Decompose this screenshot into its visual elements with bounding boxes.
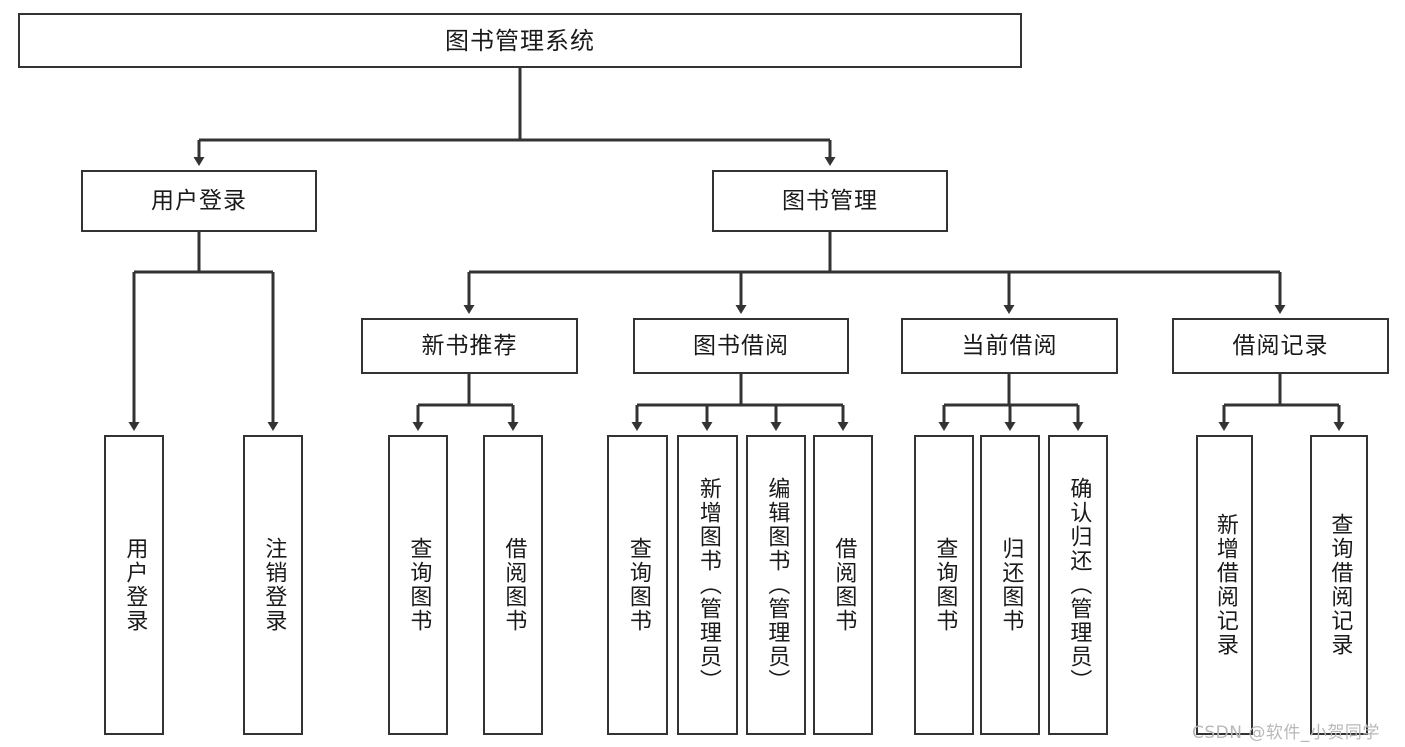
node-leaf-query-book-cur: 查询图书 [914,435,974,735]
node-leaf-return-book: 归还图书 [980,435,1040,735]
node-leaf-query-book-bor: 查询图书 [607,435,668,735]
node-root: 图书管理系统 [18,13,1022,68]
node-leaf-user-login: 用户登录 [104,435,164,735]
leaf-label: 新增借阅记录 [1212,513,1238,657]
node-current-borrow: 当前借阅 [901,318,1118,374]
leaf-label: 查询图书 [932,537,958,633]
node-user-login: 用户登录 [81,170,317,232]
leaf-label: 用户登录 [122,537,148,633]
node-borrow-record: 借阅记录 [1172,318,1389,374]
leaf-label: 查询借阅记录 [1327,513,1353,657]
leaf-label: 编辑图书（管理员） [764,477,790,693]
node-leaf-user-logout: 注销登录 [243,435,303,735]
leaf-label: 借阅图书 [501,537,527,633]
node-leaf-borrow-book-rec: 借阅图书 [483,435,543,735]
node-leaf-add-book: 新增图书（管理员） [677,435,738,735]
leaf-label: 查询图书 [406,537,432,633]
leaf-label: 新增图书（管理员） [695,477,721,693]
leaf-label: 注销登录 [261,537,287,633]
watermark: CSDN @软件_小贺同学 [1192,723,1380,743]
node-leaf-add-record: 新增借阅记录 [1196,435,1253,735]
leaf-label: 归还图书 [998,537,1024,633]
node-leaf-query-record: 查询借阅记录 [1310,435,1368,735]
node-leaf-edit-book: 编辑图书（管理员） [746,435,806,735]
node-leaf-query-book-rec: 查询图书 [388,435,448,735]
node-new-book-recommend: 新书推荐 [361,318,578,374]
leaf-label: 确认归还（管理员） [1066,477,1092,693]
node-book-manage: 图书管理 [712,170,948,232]
node-book-borrow: 图书借阅 [633,318,849,374]
leaf-label: 借阅图书 [831,537,857,633]
node-leaf-borrow-book-bor: 借阅图书 [813,435,873,735]
node-leaf-confirm-return: 确认归还（管理员） [1048,435,1108,735]
leaf-label: 查询图书 [625,537,651,633]
